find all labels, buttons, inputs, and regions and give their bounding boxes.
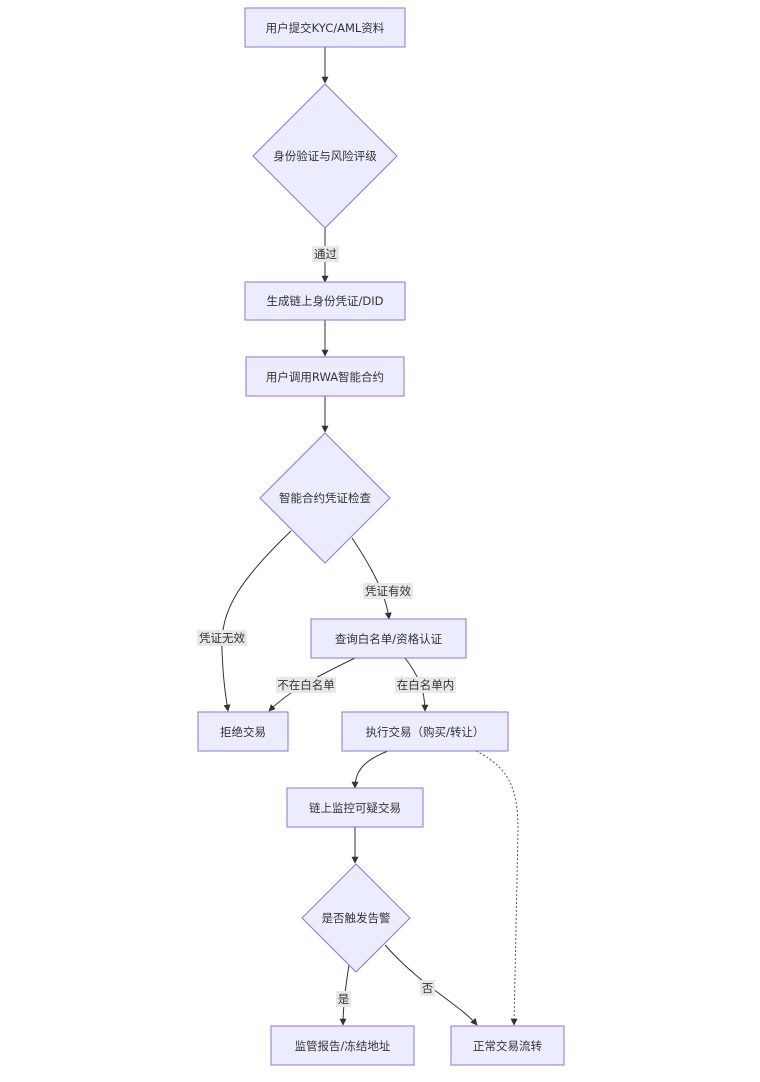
- svg-text:拒绝交易: 拒绝交易: [220, 725, 266, 739]
- node-contract-check: 智能合约凭证检查: [259, 432, 391, 564]
- node-submit-kyc: 用户提交KYC/AML资料: [244, 7, 406, 48]
- edge-label-yes: 是: [336, 991, 351, 1007]
- svg-text:是否触发告警: 是否触发告警: [322, 911, 391, 925]
- svg-text:在白名单内: 在白名单内: [397, 678, 455, 692]
- edge-label-pass: 通过: [312, 246, 339, 262]
- node-gen-credential: 生成链上身份凭证/DID: [244, 281, 406, 321]
- svg-text:执行交易（购买/转让）: 执行交易（购买/转让）: [366, 725, 485, 739]
- node-alert: 是否触发告警: [301, 863, 411, 973]
- svg-text:用户提交KYC/AML资料: 用户提交KYC/AML资料: [266, 21, 385, 35]
- node-call-contract: 用户调用RWA智能合约: [245, 356, 405, 397]
- node-report-freeze: 监管报告/冻结地址: [270, 1025, 415, 1066]
- edge-execute-to-monitor: [351, 750, 389, 789]
- svg-text:否: 否: [422, 981, 434, 995]
- svg-text:正常交易流转: 正常交易流转: [473, 1039, 542, 1053]
- node-normal-flow: 正常交易流转: [450, 1025, 565, 1066]
- edge-label-in-whitelist: 在白名单内: [395, 677, 456, 693]
- edge-label-not-in-whitelist: 不在白名单: [276, 677, 336, 693]
- svg-text:智能合约凭证检查: 智能合约凭证检查: [279, 491, 371, 505]
- node-monitor: 链上监控可疑交易: [286, 787, 424, 828]
- svg-text:通过: 通过: [314, 247, 337, 261]
- svg-text:用户调用RWA智能合约: 用户调用RWA智能合约: [266, 370, 384, 384]
- svg-text:不在白名单: 不在白名单: [277, 678, 335, 692]
- edge-execute-to-normal-dotted: [475, 750, 519, 1026]
- svg-text:监管报告/冻结地址: 监管报告/冻结地址: [295, 1039, 391, 1053]
- edge-labels: 通过 凭证有效 凭证无效 不在白名单 在白名单内 是 否: [197, 246, 456, 1007]
- svg-text:凭证有效: 凭证有效: [365, 584, 411, 598]
- edge-label-credential-invalid: 凭证无效: [197, 630, 247, 646]
- node-reject: 拒绝交易: [197, 711, 289, 752]
- edge-label-credential-valid: 凭证有效: [363, 583, 413, 599]
- svg-text:身份验证与风险评级: 身份验证与风险评级: [273, 149, 377, 163]
- node-execute: 执行交易（购买/转让）: [341, 711, 509, 752]
- svg-text:生成链上身份凭证/DID: 生成链上身份凭证/DID: [267, 294, 384, 308]
- svg-text:凭证无效: 凭证无效: [199, 631, 245, 645]
- svg-text:查询白名单/资格认证: 查询白名单/资格认证: [335, 632, 443, 646]
- svg-text:链上监控可疑交易: 链上监控可疑交易: [309, 801, 401, 815]
- edge-alert-to-normal: [384, 944, 478, 1026]
- edge-label-no: 否: [420, 980, 435, 996]
- node-whitelist-check: 查询白名单/资格认证: [310, 618, 467, 659]
- nodes: 用户提交KYC/AML资料 身份验证与风险评级 生成链上身份凭证/DID 用户调…: [197, 7, 565, 1066]
- node-identity-risk: 身份验证与风险评级: [252, 83, 398, 229]
- edge-check-to-whitelist: [351, 537, 392, 620]
- svg-text:是: 是: [338, 992, 350, 1006]
